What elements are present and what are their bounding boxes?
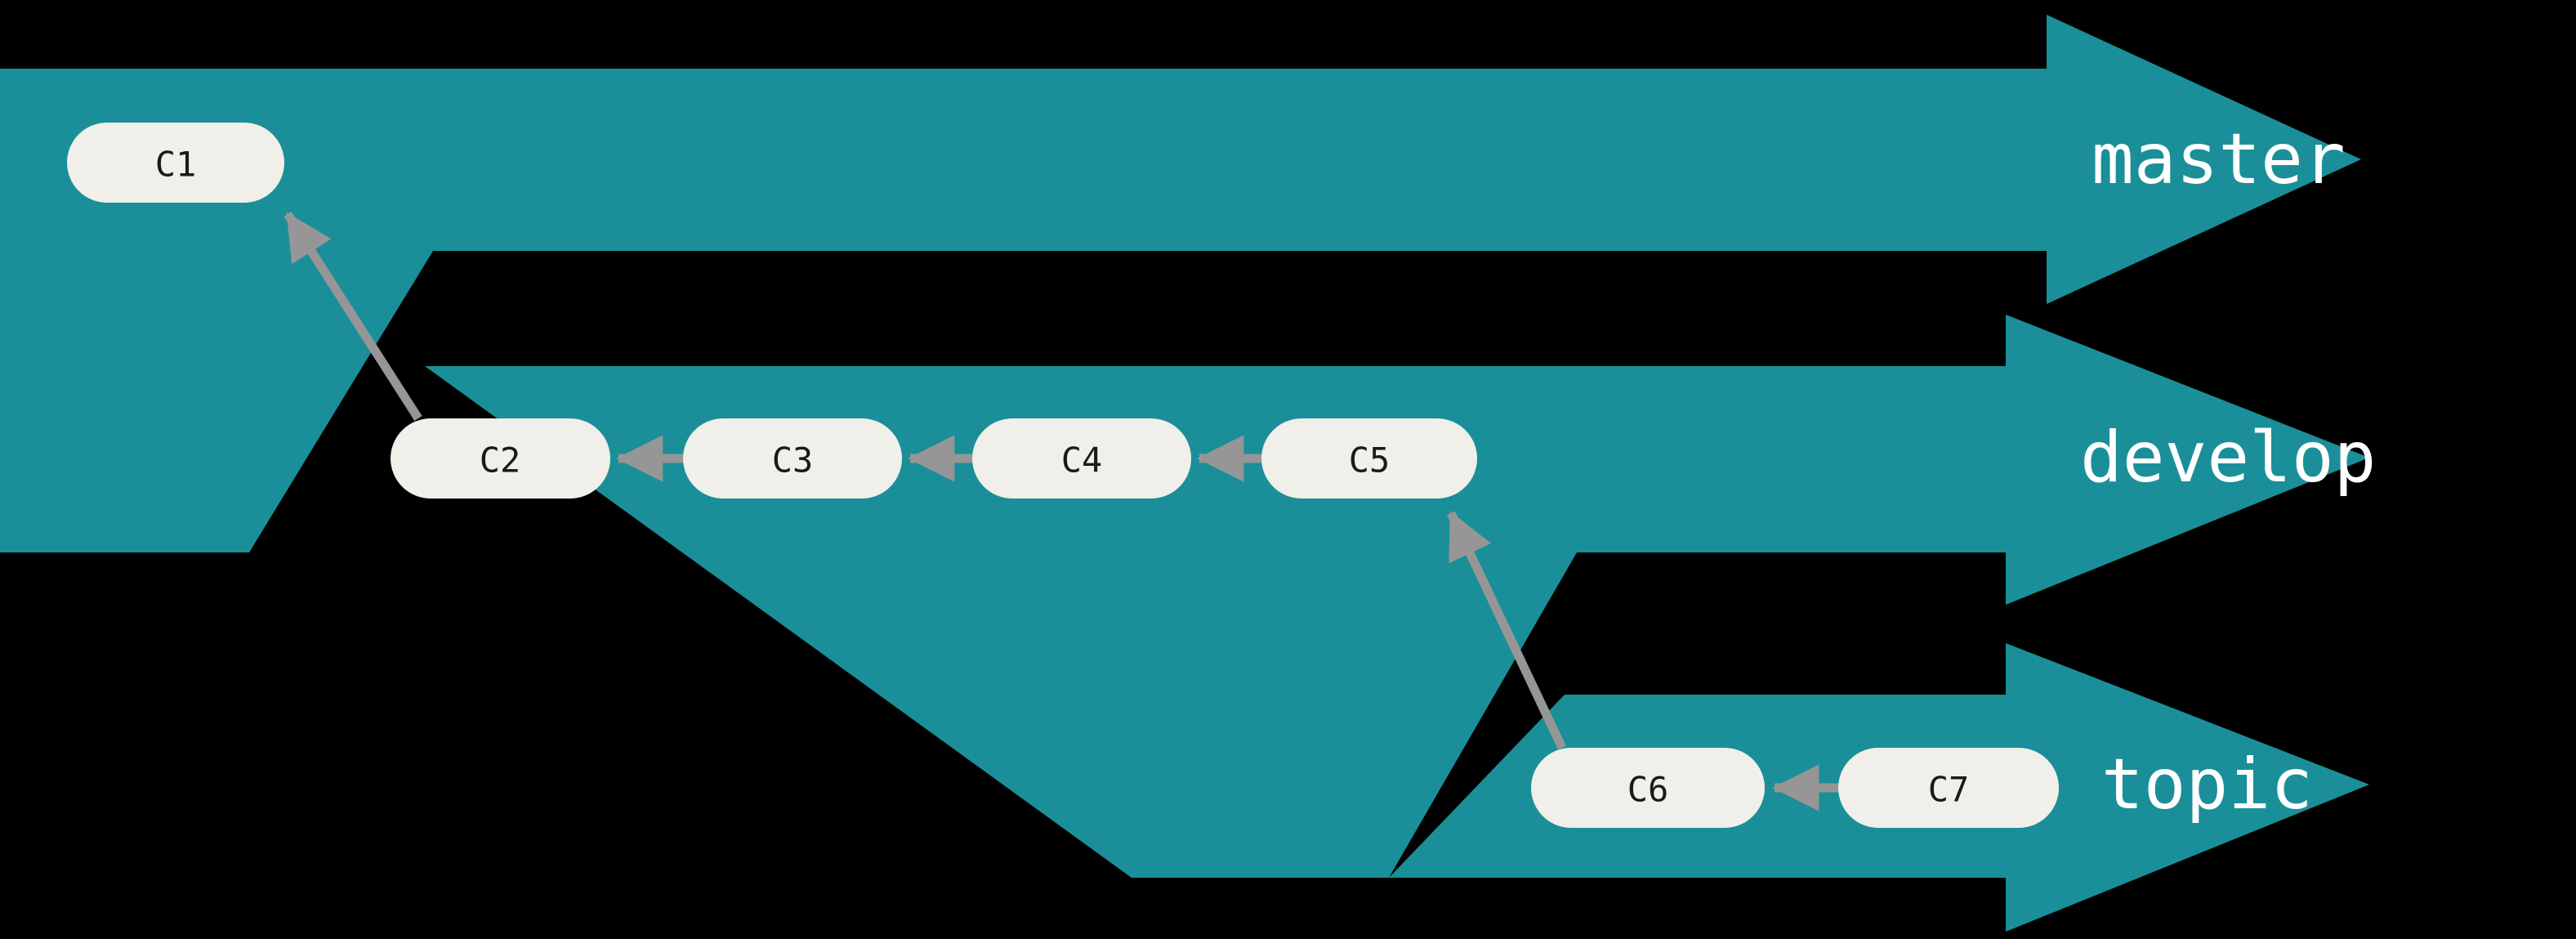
branch-labels: master develop topic [2080, 118, 2376, 825]
branch-label-master: master [2092, 118, 2346, 200]
commit-capsule [683, 418, 902, 499]
commit-node-c1[interactable]: C1 [67, 123, 284, 203]
commit-capsule [391, 418, 610, 499]
commit-label: C4 [1061, 440, 1103, 481]
commit-label: C6 [1627, 770, 1669, 810]
commit-capsule [972, 418, 1191, 499]
branch-band-master [0, 15, 2361, 552]
commit-capsule [1531, 748, 1765, 828]
commit-node-c5[interactable]: C5 [1261, 418, 1477, 499]
arrow-c2-to-c1 [283, 212, 422, 421]
branch-label-develop: develop [2080, 417, 2376, 499]
arrow-c6-to-c5 [1447, 511, 1566, 750]
commit-node-c3[interactable]: C3 [683, 418, 902, 499]
parent-arrows [283, 212, 1838, 812]
commit-label: C2 [480, 440, 521, 481]
commit-node-c2[interactable]: C2 [391, 418, 610, 499]
commit-label: C5 [1349, 440, 1391, 481]
commit-nodes: C1 C2 C3 C4 C5 C6 [67, 123, 2059, 828]
commit-label: C3 [772, 440, 814, 481]
commit-label: C1 [155, 145, 197, 185]
commit-capsule [67, 123, 284, 203]
branch-label-topic: topic [2101, 744, 2313, 825]
commit-label: C7 [1928, 770, 1970, 810]
commit-capsule [1838, 748, 2059, 828]
commit-node-c7[interactable]: C7 [1838, 748, 2059, 828]
commit-capsule [1261, 418, 1477, 499]
commit-node-c4[interactable]: C4 [972, 418, 1191, 499]
commit-node-c6[interactable]: C6 [1531, 748, 1765, 828]
